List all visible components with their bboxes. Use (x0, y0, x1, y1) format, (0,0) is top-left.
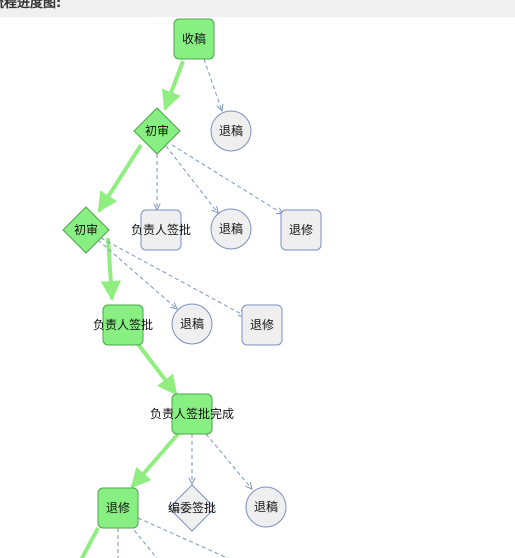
edge-n11-n14 (205, 433, 252, 489)
edge-n4-n10 (100, 237, 245, 316)
edge-n3-n7 (171, 144, 283, 214)
node-n12[interactable]: 退修 (97, 487, 139, 529)
node-n8[interactable]: 负责人签批 (93, 304, 153, 346)
node-diamond (62, 206, 110, 254)
node-n6[interactable]: 退稿 (210, 208, 252, 250)
node-n13[interactable]: 编委签批 (168, 484, 216, 532)
node-circle (245, 486, 287, 528)
edges-layer (79, 58, 283, 558)
page-title: 流程进度图: (0, 0, 62, 11)
edge-n4-n9 (97, 239, 177, 309)
node-label: 退稿 (254, 499, 278, 514)
node-rect (241, 304, 283, 346)
node-label: 退稿 (219, 221, 243, 236)
nodes-layer: 收稿退稿初审初审负责人签批退稿退修负责人签批退稿退修负责人签批完成退修编委签批退… (62, 18, 322, 532)
edge-n1-n2 (203, 58, 222, 111)
node-rect (102, 304, 144, 346)
node-rect (173, 18, 215, 60)
node-n11[interactable]: 负责人签批完成 (150, 393, 234, 435)
edge-n8-n11 (136, 342, 178, 396)
edge-n4-n8 (100, 237, 121, 301)
edge-n12-off-3 (129, 524, 158, 558)
node-label: 退修 (250, 317, 274, 332)
node-n2[interactable]: 退稿 (210, 110, 252, 152)
node-rect (97, 487, 139, 529)
node-rect (280, 209, 322, 251)
node-label: 退稿 (180, 316, 204, 331)
node-rect (140, 209, 182, 251)
edge-n12-off-4 (137, 517, 229, 558)
node-n10[interactable]: 退修 (241, 304, 283, 346)
edge-n1-n3 (161, 60, 185, 111)
node-circle (171, 303, 213, 345)
node-n9[interactable]: 退稿 (171, 303, 213, 345)
node-n7[interactable]: 退修 (280, 209, 322, 251)
node-diamond (168, 484, 216, 532)
node-label: 负责人签批 (131, 222, 191, 237)
node-label: 退修 (106, 500, 130, 515)
edge-n12-off-1 (79, 527, 100, 558)
node-label: 编委签批 (168, 500, 216, 515)
node-label: 负责人签批 (93, 317, 153, 332)
node-label: 收稿 (182, 31, 206, 46)
node-rect (171, 393, 213, 435)
node-circle (210, 208, 252, 250)
node-n1[interactable]: 收稿 (173, 18, 215, 60)
node-label: 退修 (289, 222, 313, 237)
node-n4[interactable]: 初审 (62, 206, 110, 254)
node-label: 负责人签批完成 (150, 406, 234, 421)
edge-n3-n6 (165, 145, 218, 213)
node-n14[interactable]: 退稿 (245, 486, 287, 528)
node-label: 退稿 (219, 123, 243, 138)
edge-n3-n4 (97, 143, 143, 213)
node-circle (210, 110, 252, 152)
node-n5[interactable]: 负责人签批 (131, 209, 191, 251)
edge-n11-n12 (130, 432, 180, 489)
header-bar: 流程进度图: (0, 0, 515, 17)
node-diamond (133, 107, 181, 155)
node-n3[interactable]: 初审 (133, 107, 181, 155)
node-label: 初审 (74, 222, 98, 237)
node-label: 初审 (145, 123, 169, 138)
